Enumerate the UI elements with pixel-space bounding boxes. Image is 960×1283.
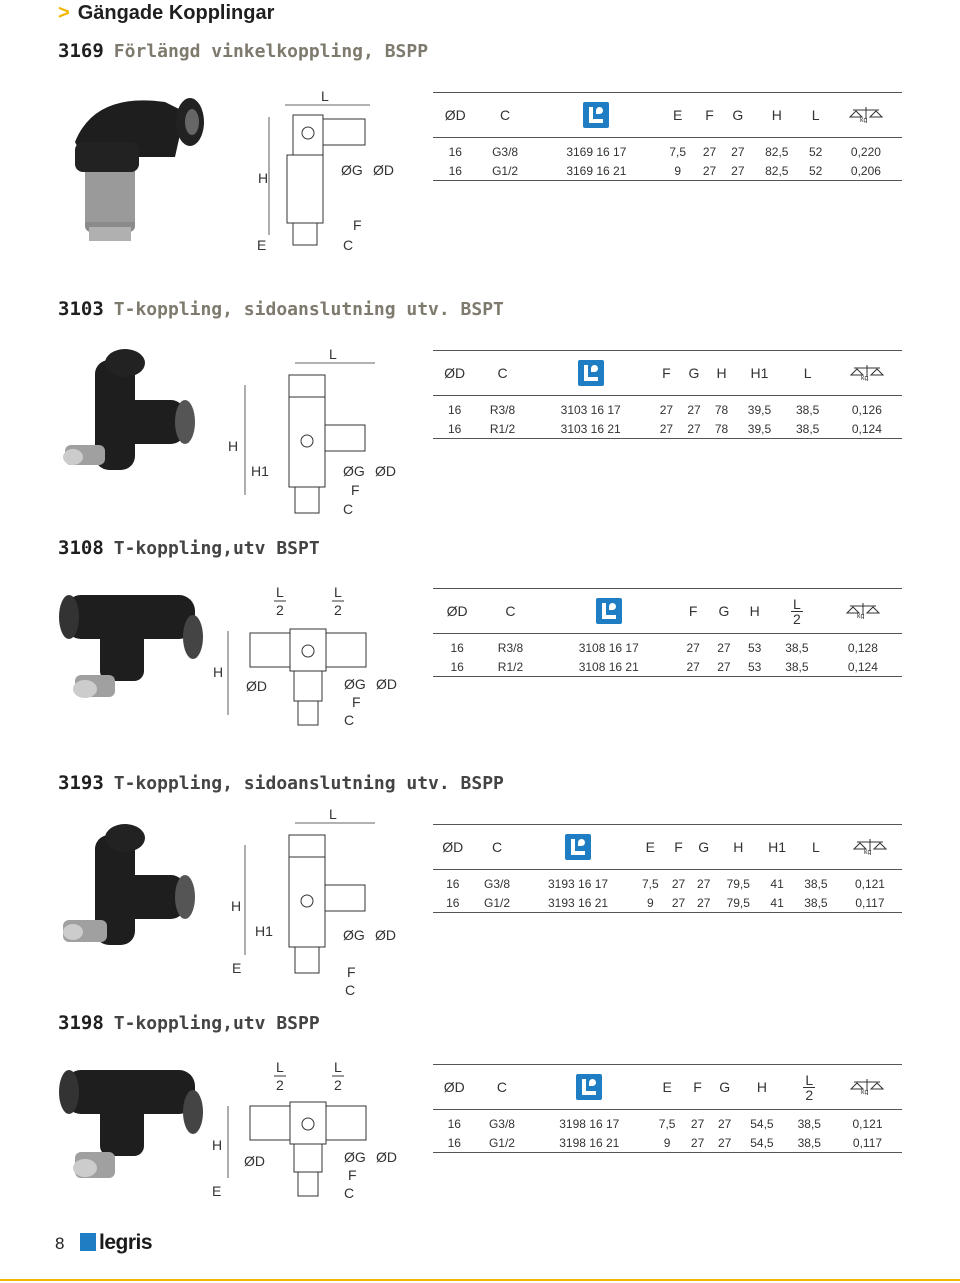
svg-text:ØD: ØD: [244, 1153, 265, 1169]
svg-text:C: C: [343, 237, 353, 253]
svg-text:L: L: [334, 585, 342, 600]
svg-text:H: H: [228, 438, 238, 454]
svg-text:ØD: ØD: [376, 1149, 397, 1165]
svg-text:L: L: [321, 88, 329, 104]
chevron-right-icon: >: [58, 2, 70, 24]
svg-text:L: L: [276, 1059, 284, 1075]
product-photo-3169: [75, 98, 204, 241]
svg-text:E: E: [257, 237, 266, 253]
svg-text:H: H: [258, 170, 268, 186]
brand-logo: legris: [80, 1231, 153, 1255]
svg-text:F: F: [348, 1167, 357, 1183]
scale-icon: kg: [849, 364, 885, 382]
svg-text:H: H: [212, 1137, 222, 1153]
svg-text:kg: kg: [861, 1089, 869, 1095]
svg-text:H: H: [231, 898, 241, 914]
scale-icon: kg: [848, 106, 884, 124]
svg-text:F: F: [353, 217, 362, 233]
svg-text:kg: kg: [860, 117, 868, 123]
svg-text:2: 2: [276, 602, 284, 618]
svg-text:ØG: ØG: [341, 162, 363, 178]
technical-drawing-3193: L H H1 ØG ØD F E C: [231, 806, 396, 998]
svg-text:F: F: [347, 964, 356, 980]
svg-text:ØD: ØD: [376, 676, 397, 692]
legris-icon: [576, 1074, 603, 1100]
svg-text:kg: kg: [861, 375, 869, 381]
svg-text:kg: kg: [864, 849, 872, 855]
svg-text:ØD: ØD: [246, 678, 267, 694]
svg-text:H1: H1: [255, 923, 273, 939]
svg-text:ØG: ØG: [343, 463, 365, 479]
svg-text:ØD: ØD: [375, 463, 396, 479]
product-photo-3108: [59, 595, 203, 698]
svg-text:C: C: [343, 501, 353, 517]
svg-text:H1: H1: [251, 463, 269, 479]
svg-text:ØD: ØD: [373, 162, 394, 178]
svg-text:H: H: [213, 664, 223, 680]
svg-text:2: 2: [334, 1077, 342, 1093]
svg-text:ØD: ØD: [375, 927, 396, 943]
svg-text:ØG: ØG: [344, 676, 366, 692]
svg-text:C: C: [345, 982, 355, 998]
svg-text:L: L: [329, 806, 337, 822]
scale-icon: kg: [850, 1078, 885, 1096]
svg-text:E: E: [232, 960, 241, 976]
svg-text:2: 2: [276, 1077, 284, 1093]
scale-icon: kg: [845, 602, 881, 620]
svg-text:C: C: [344, 1185, 354, 1201]
svg-text:L: L: [334, 1059, 342, 1075]
svg-text:kg: kg: [857, 613, 865, 619]
legris-icon: [80, 1233, 96, 1251]
legris-icon: [595, 598, 622, 624]
footer-divider: [0, 1279, 960, 1281]
product-photo-3103: [63, 349, 195, 470]
scale-icon: kg: [852, 838, 888, 856]
product-photo-3193: [63, 824, 195, 945]
svg-text:ØG: ØG: [343, 927, 365, 943]
svg-text:2: 2: [334, 602, 342, 618]
svg-text:E: E: [212, 1183, 221, 1199]
legris-icon: [565, 834, 592, 860]
technical-drawing-3108: L 2 L 2 H ØD ØG ØD F C: [213, 585, 397, 728]
page-header: > Gängade Kopplingar: [58, 2, 274, 25]
page-title: Gängade Kopplingar: [77, 2, 275, 24]
page-number: 8: [55, 1234, 65, 1253]
product-photo-3198: [59, 1070, 203, 1178]
legris-icon: [577, 360, 604, 386]
svg-text:ØG: ØG: [344, 1149, 366, 1165]
svg-text:L: L: [276, 585, 284, 600]
technical-drawing-3198: L 2 L 2 H ØD ØG ØD F E C: [212, 1059, 397, 1201]
svg-text:L: L: [329, 346, 337, 362]
svg-text:F: F: [351, 482, 360, 498]
technical-drawing-3169: L H ØG ØD F E C: [257, 88, 394, 253]
svg-text:F: F: [352, 694, 361, 710]
legris-icon: [583, 102, 610, 128]
technical-drawing-3103: L H H1 ØG ØD F C: [228, 346, 396, 517]
svg-text:C: C: [344, 712, 354, 728]
